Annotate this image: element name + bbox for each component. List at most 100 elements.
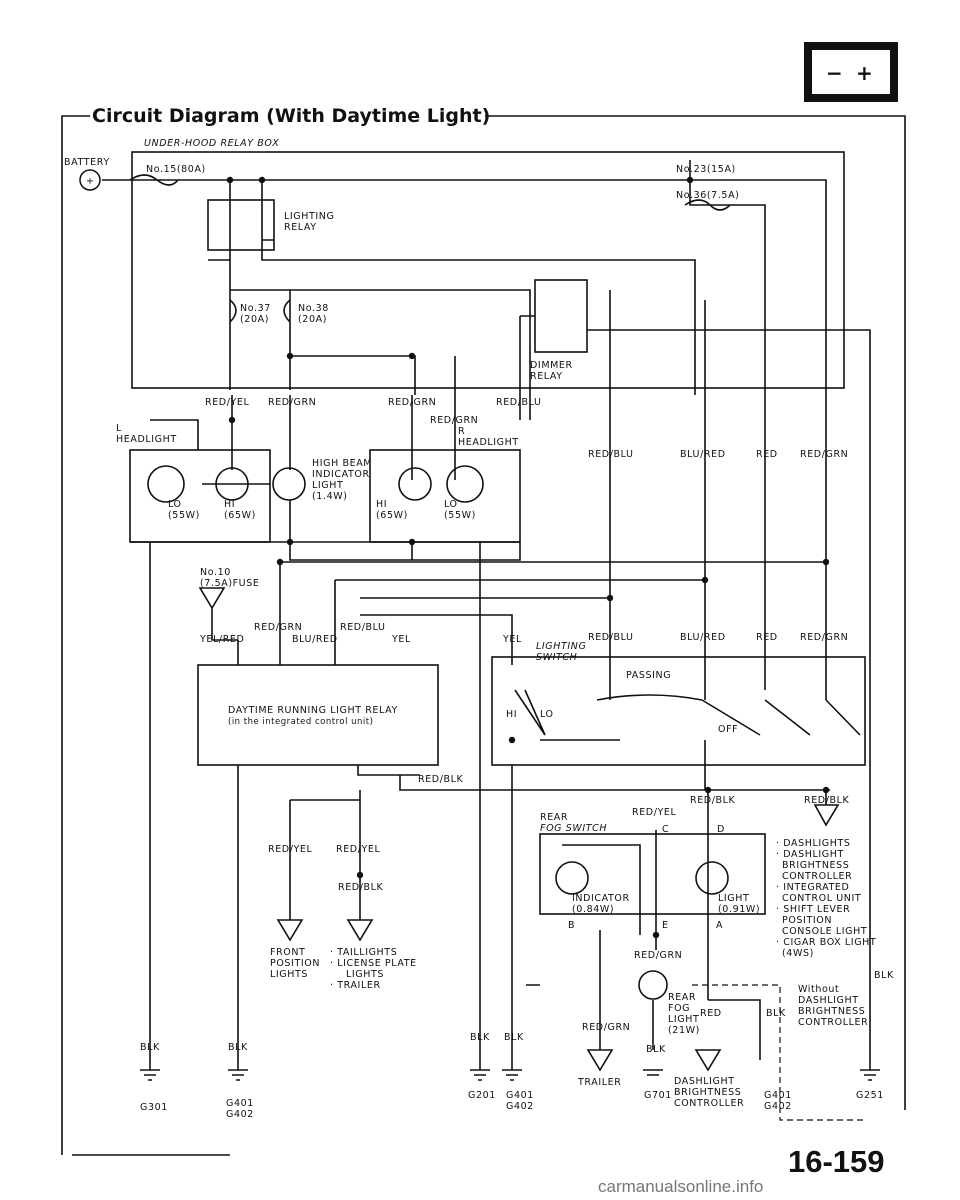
lighting-switch-label-1: LIGHTING: [536, 641, 586, 652]
l-headlight-label-2: HEADLIGHT: [116, 434, 177, 445]
without-label-2: DASHLIGHT: [798, 995, 859, 1006]
wire-red-3: RED: [700, 1008, 722, 1019]
trailer-label: TRAILER: [577, 1077, 621, 1088]
dash-list-7: · SHIFT LEVER: [776, 904, 850, 915]
wire-red-grn-3: RED/GRN: [430, 415, 478, 426]
wire-red-grn-2: RED/GRN: [388, 397, 436, 408]
dash-list-1: · DASHLIGHTS: [776, 838, 851, 849]
pin-a: A: [716, 920, 723, 931]
wire-blk-g301: BLK: [140, 1042, 160, 1053]
indicator-label-1: INDICATOR: [572, 893, 630, 904]
wire-red-grn-4: RED/GRN: [800, 449, 848, 460]
hi-65w-right-2: (65W): [376, 510, 408, 521]
pin-c: C: [662, 824, 669, 835]
drl-relay-label-1: DAYTIME RUNNING LIGHT RELAY: [228, 705, 398, 716]
dash-bright-3: CONTROLLER: [674, 1098, 744, 1109]
wire-red-grn-5: RED/GRN: [254, 622, 302, 633]
indicator-label-2: (0.84W): [572, 904, 614, 915]
wire-red-blu-4: RED/BLU: [588, 632, 634, 643]
ground-g401c-2: G402: [764, 1101, 792, 1112]
front-position-1: FRONT: [270, 947, 305, 958]
battery-minus-glyph: −: [826, 61, 843, 85]
wire-blk-g201: BLK: [470, 1032, 490, 1043]
lighting-relay-label-1: LIGHTING: [284, 211, 334, 222]
battery-plus-glyph: +: [856, 61, 873, 85]
wire-blu-red-1: BLU/RED: [680, 449, 726, 460]
wire-blk-without: BLK: [766, 1008, 786, 1019]
lo-55w-left-1: LO: [168, 499, 182, 510]
l-headlight-label-1: L: [116, 423, 122, 434]
dash-list-5: · INTEGRATED: [776, 882, 849, 893]
wire-red-2: RED: [756, 632, 778, 643]
tail-list-3: LIGHTS: [346, 969, 384, 980]
switch-lo-label: LO: [540, 709, 554, 720]
wire-red-yel-2: RED/YEL: [632, 807, 677, 818]
high-beam-label-2: INDICATOR: [312, 469, 370, 480]
lo-55w-left-2: (55W): [168, 510, 200, 521]
wire-red-blu-1: RED/BLU: [496, 397, 542, 408]
fuse-37-label-1: No.37: [240, 303, 271, 314]
switch-off-label: OFF: [718, 724, 738, 735]
wire-red-blk-3: RED/BLK: [804, 795, 850, 806]
dash-list-11: (4WS): [782, 948, 814, 959]
rear-fog-switch-label-1: REAR: [540, 812, 568, 823]
pin-b: B: [568, 920, 575, 931]
dimmer-relay-label-1: DIMMER: [530, 360, 573, 371]
wire-blu-red-3: BLU/RED: [680, 632, 726, 643]
high-beam-label-3: LIGHT: [312, 480, 343, 491]
dimmer-relay-label-2: RELAY: [530, 371, 563, 382]
ground-g401a-1: G401: [226, 1098, 254, 1109]
rear-fog-light-3: LIGHT: [668, 1014, 699, 1025]
lighting-relay-label-2: RELAY: [284, 222, 317, 233]
dash-list-9: CONSOLE LIGHT: [782, 926, 867, 937]
fuse-10-label-2: (7.5A)FUSE: [200, 578, 259, 589]
tail-list-2: · LICENSE PLATE: [330, 958, 417, 969]
ground-g401c-1: G401: [764, 1090, 792, 1101]
wire-blk-g401: BLK: [228, 1042, 248, 1053]
dash-list-10: · CIGAR BOX LIGHT: [776, 937, 876, 948]
lo-55w-right-2: (55W): [444, 510, 476, 521]
pin-e: E: [662, 920, 669, 931]
drl-relay-label-2: (in the integrated control unit): [228, 717, 373, 727]
passing-label: PASSING: [626, 670, 671, 681]
dash-list-2: · DASHLIGHT: [776, 849, 844, 860]
page-number: 16-159: [788, 1144, 885, 1179]
battery-plus-sign: +: [86, 176, 95, 187]
rear-fog-light-4: (21W): [668, 1025, 700, 1036]
watermark: carmanualsonline.info: [598, 1177, 763, 1196]
wire-yel-red: YEL/RED: [199, 634, 244, 645]
fuse-23-label: No.23(15A): [676, 164, 736, 175]
wire-red-blu-3: RED/BLU: [340, 622, 386, 633]
battery-icon: [79, 169, 101, 191]
rear-fog-light-1: REAR: [668, 992, 696, 1003]
dash-list-3: BRIGHTNESS: [782, 860, 849, 871]
fuse-38-label-2: (20A): [298, 314, 327, 325]
tail-list-1: · TAILLIGHTS: [330, 947, 397, 958]
ground-g401b-1: G401: [506, 1090, 534, 1101]
hi-65w-left-1: HI: [224, 499, 235, 510]
hi-65w-right-1: HI: [376, 499, 387, 510]
fuse-15-label: No.15(80A): [146, 164, 206, 175]
wire-blu-red-2: BLU/RED: [292, 634, 338, 645]
dash-list-4: CONTROLLER: [782, 871, 852, 882]
tail-list-4: · TRAILER: [330, 980, 381, 991]
wire-red-grn-6: RED/GRN: [800, 632, 848, 643]
ground-g301: G301: [140, 1102, 168, 1113]
front-position-2: POSITION: [270, 958, 320, 969]
r-headlight-label-1: R: [458, 426, 465, 437]
wire-yel-1: YEL: [391, 634, 411, 645]
page-title: Circuit Diagram (With Daytime Light): [92, 105, 490, 127]
pin-d: D: [717, 824, 725, 835]
wire-red-grn-7: RED/GRN: [634, 950, 682, 961]
high-beam-label-4: (1.4W): [312, 491, 348, 502]
wire-red-blu-2: RED/BLU: [588, 449, 634, 460]
r-headlight-label-2: HEADLIGHT: [458, 437, 519, 448]
rear-fog-switch-label-2: FOG SWITCH: [540, 823, 607, 834]
wire-red-1: RED: [756, 449, 778, 460]
without-label-3: BRIGHTNESS: [798, 1006, 865, 1017]
wire-yel-2: YEL: [502, 634, 522, 645]
ground-g251: G251: [856, 1090, 884, 1101]
wire-red-blk-1: RED/BLK: [418, 774, 464, 785]
dash-list-6: CONTROL UNIT: [782, 893, 861, 904]
